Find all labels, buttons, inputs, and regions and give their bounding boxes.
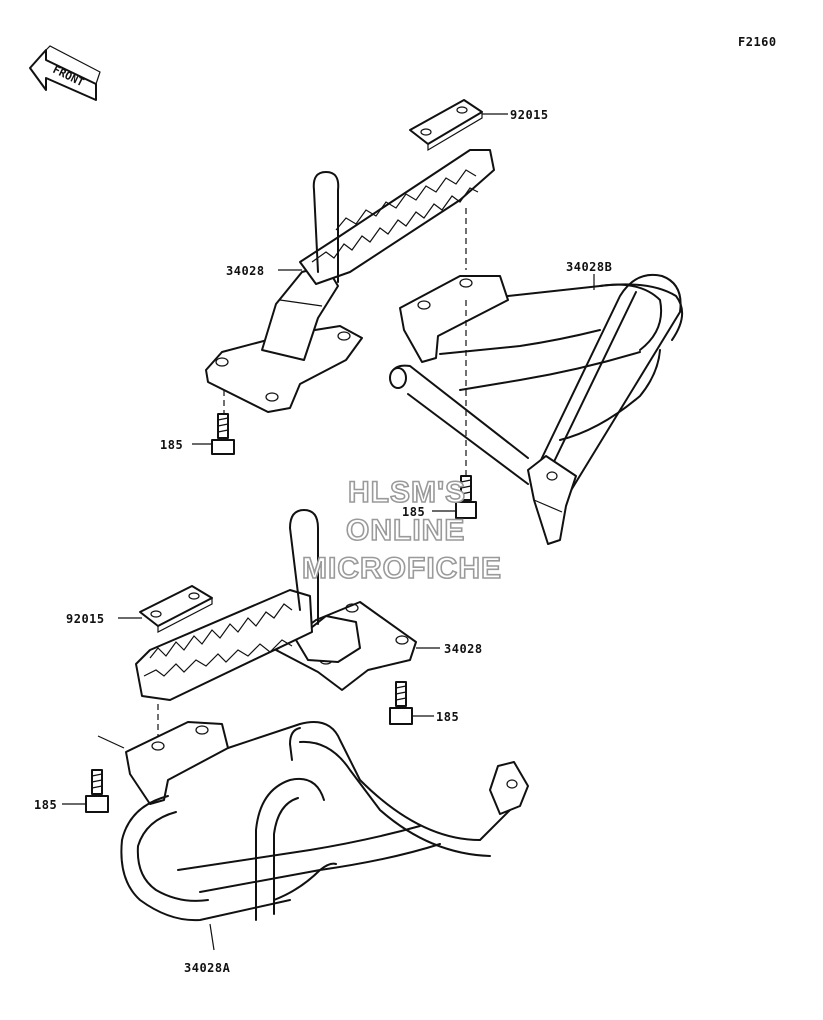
callout-185-center: 185 xyxy=(402,505,425,519)
guard-bar-right xyxy=(389,274,683,545)
callout-185-lower-left: 185 xyxy=(34,798,57,812)
watermark-line-1: HLSM'S xyxy=(348,476,466,509)
cleat-upper xyxy=(409,99,483,152)
footrest-lower xyxy=(135,509,417,701)
cleat-lower xyxy=(139,585,213,633)
footrest-upper xyxy=(205,149,495,413)
callout-leaders xyxy=(62,113,595,951)
callout-185-upper-left: 185 xyxy=(160,438,183,452)
bolt-upper-left xyxy=(211,413,235,455)
callout-34028b: 34028B xyxy=(566,260,612,274)
figure-code: F2160 xyxy=(738,35,777,49)
callout-185-lower-right: 185 xyxy=(436,710,459,724)
bolt-center xyxy=(455,475,477,519)
bolt-lower-right xyxy=(389,681,413,725)
callout-34028a: 34028A xyxy=(184,961,231,975)
callout-92015-lower: 92015 xyxy=(66,612,105,626)
watermark-line-3: MICROFICHE xyxy=(302,552,502,585)
watermark: HLSM'S ONLINE MICROFICHE xyxy=(301,475,502,586)
bolt-lower-left xyxy=(85,769,109,813)
callout-34028-upper: 34028 xyxy=(226,264,265,278)
callout-34028-lower: 34028 xyxy=(444,642,483,656)
callout-92015-upper: 92015 xyxy=(510,108,549,122)
guard-bar-lower xyxy=(120,721,529,922)
watermark-line-2: ONLINE xyxy=(346,514,465,547)
front-arrow-icon: FRONT xyxy=(29,45,101,101)
